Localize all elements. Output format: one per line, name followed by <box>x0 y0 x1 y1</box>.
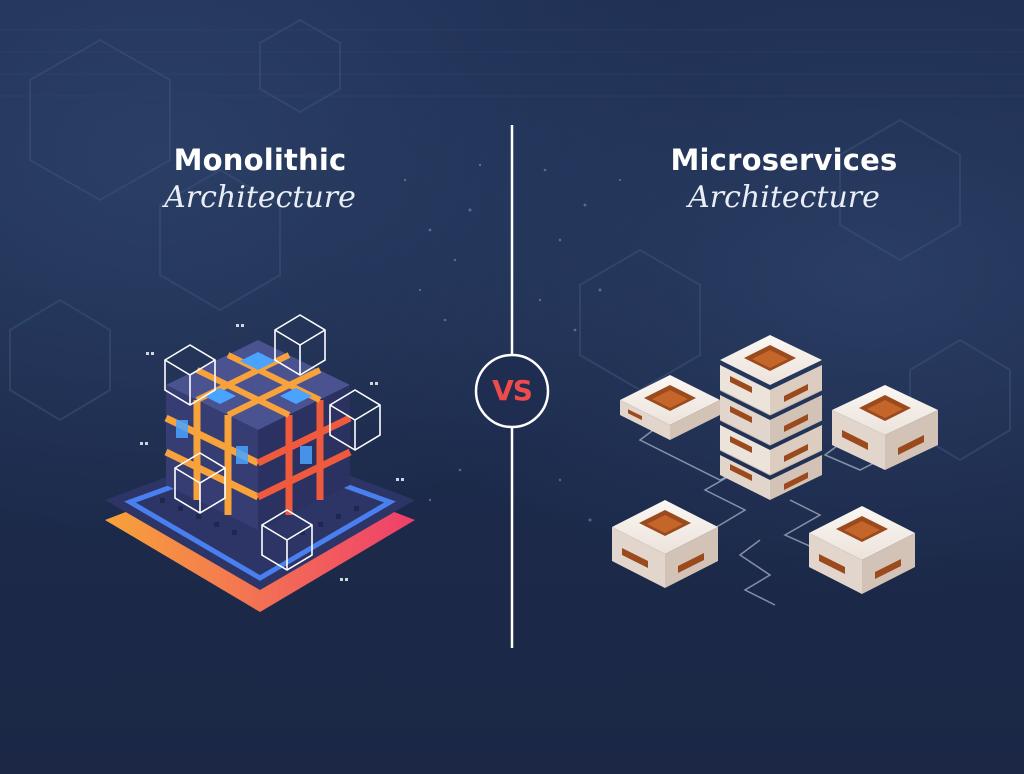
scanline-pattern <box>0 29 1024 97</box>
vs-badge-ring <box>474 353 550 429</box>
hexagon-pattern <box>9 18 1011 462</box>
microservices-subtitle: Architecture <box>688 180 880 215</box>
monolith-cube-icon <box>105 314 415 612</box>
microservices-heading: Microservices Architecture <box>634 142 934 218</box>
monolithic-heading: Monolithic Architecture <box>110 142 410 218</box>
vs-label: VS <box>492 374 533 407</box>
microservice-server-icon <box>612 335 938 594</box>
monolithic-subtitle: Architecture <box>164 180 356 215</box>
particle-dots <box>403 163 622 522</box>
monolithic-title: Monolithic <box>173 143 347 177</box>
microservices-title: Microservices <box>670 143 898 177</box>
